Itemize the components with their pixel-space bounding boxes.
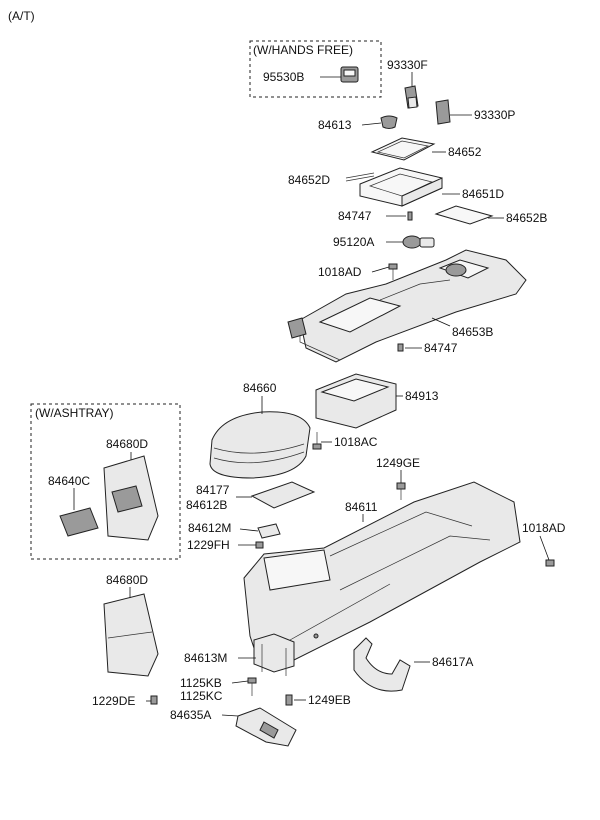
part-84640C[interactable]: 84640C — [48, 474, 99, 537]
label-84613M: 84613M — [184, 651, 227, 665]
part-84680D-lower[interactable]: 84680D — [103, 573, 159, 677]
part-84747-upper[interactable]: 84747 — [338, 209, 413, 223]
part-84651D[interactable]: 84651D — [359, 167, 504, 207]
part-1125KB[interactable]: 1125KB 1125KC — [180, 676, 257, 703]
part-84653B[interactable]: 84653B — [287, 249, 527, 363]
label-84652D: 84652D — [288, 173, 330, 187]
part-84680D-ashtray[interactable]: 84680D — [103, 437, 159, 541]
part-1249GE[interactable]: 1249GE — [376, 456, 420, 500]
label-84612B: 84612B — [186, 498, 227, 512]
label-84660: 84660 — [243, 381, 277, 395]
part-84660[interactable]: 84660 — [209, 381, 311, 479]
ashtray-box-title: (W/ASHTRAY) — [35, 406, 113, 420]
label-95120A: 95120A — [333, 235, 374, 249]
label-1249EB: 1249EB — [308, 693, 351, 707]
part-84612B[interactable]: 84177 84612B — [186, 481, 316, 512]
label-1249GE: 1249GE — [376, 456, 420, 470]
label-84651D: 84651D — [462, 187, 504, 201]
label-1018AC: 1018AC — [334, 435, 378, 449]
part-84747-lower[interactable]: 84747 — [397, 341, 458, 355]
label-84612M: 84612M — [188, 521, 231, 535]
part-1018AC[interactable]: 1018AC — [312, 432, 378, 450]
label-84747-upper: 84747 — [338, 209, 372, 223]
part-1229FH[interactable]: 1229FH — [187, 538, 264, 552]
label-84617A: 84617A — [432, 655, 473, 669]
label-1229FH: 1229FH — [187, 538, 230, 552]
label-84652: 84652 — [448, 145, 482, 159]
part-84617A[interactable]: 84617A — [353, 637, 473, 692]
label-1018AD-upper: 1018AD — [318, 265, 362, 279]
label-84652B: 84652B — [506, 211, 547, 225]
part-84611[interactable]: 84611 — [243, 481, 521, 667]
label-84913: 84913 — [405, 389, 439, 403]
part-93330F[interactable]: 93330F — [387, 58, 428, 109]
part-84913[interactable]: 84913 — [315, 373, 439, 429]
part-1249EB[interactable]: 1249EB — [285, 693, 351, 707]
label-1018AD-lower: 1018AD — [522, 521, 566, 535]
part-1229DE[interactable]: 1229DE — [92, 694, 158, 708]
label-93330P: 93330P — [474, 108, 515, 122]
part-84613M[interactable]: 84613M — [184, 633, 295, 676]
transmission-label: (A/T) — [8, 9, 35, 23]
label-84640C: 84640C — [48, 474, 90, 488]
label-84635A: 84635A — [170, 708, 211, 722]
label-84613: 84613 — [318, 118, 352, 132]
hands-free-box-title: (W/HANDS FREE) — [253, 43, 353, 57]
label-1229DE: 1229DE — [92, 694, 135, 708]
part-95530B[interactable]: 95530B — [263, 66, 359, 84]
label-1125KB: 1125KB — [180, 676, 222, 690]
part-84652[interactable]: 84652 — [370, 137, 482, 161]
part-1018AD-lower[interactable]: 1018AD — [522, 521, 566, 567]
part-84652B[interactable]: 84652B — [434, 205, 547, 225]
label-84653B: 84653B — [452, 325, 493, 339]
ashtray-box: (W/ASHTRAY) 84680D 84640C — [30, 403, 181, 560]
label-84747-lower: 84747 — [424, 341, 458, 355]
label-1125KC: 1125KC — [180, 689, 223, 703]
hands-free-box: (W/HANDS FREE) 95530B — [249, 40, 382, 98]
part-84613[interactable]: 84613 — [318, 115, 398, 132]
label-93330F: 93330F — [387, 58, 428, 72]
part-84612M[interactable]: 84612M — [188, 521, 281, 539]
part-84652D[interactable]: 84652D — [288, 172, 375, 187]
part-84635A[interactable]: 84635A — [170, 707, 297, 747]
part-95120A[interactable]: 95120A — [333, 235, 435, 249]
label-84680D-ashtray: 84680D — [106, 437, 148, 451]
label-84177: 84177 — [196, 483, 230, 497]
part-1018AD-upper[interactable]: 1018AD — [318, 263, 398, 280]
label-84680D-lower: 84680D — [106, 573, 148, 587]
label-95530B: 95530B — [263, 70, 304, 84]
label-84611: 84611 — [345, 500, 378, 514]
part-93330P[interactable]: 93330P — [435, 99, 515, 125]
